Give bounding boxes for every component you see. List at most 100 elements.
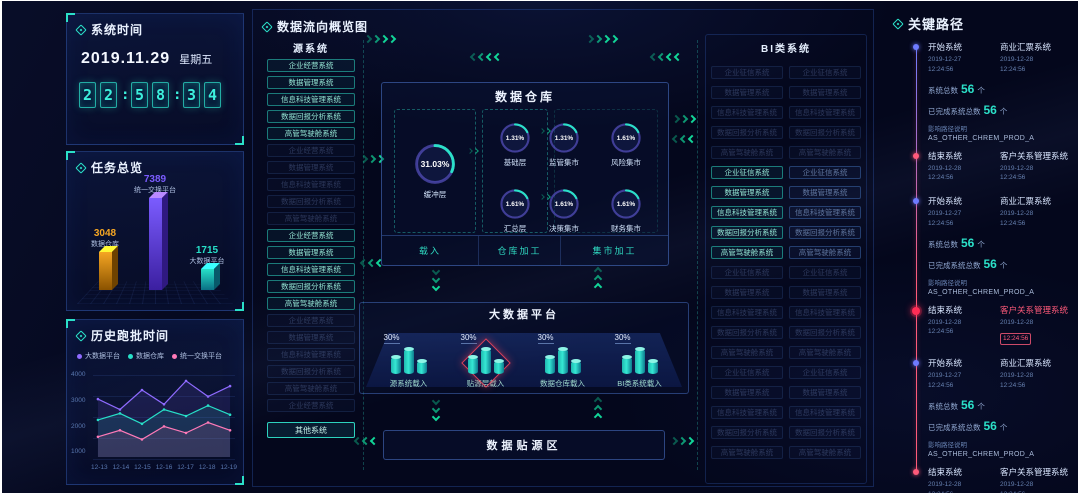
bigdata-groups: 30% 源系统载入 30% 贴源层载入 30% 数据仓库载入 30% BI类系统… [370, 319, 678, 389]
source-system-tag[interactable]: 高管驾驶舱系统 [267, 212, 355, 225]
path-start-row[interactable]: 开始系统 2019-12-27 12:24:56 商业汇票系统 2019-12-… [913, 195, 1074, 229]
source-system-tag[interactable]: 企业经营系统 [267, 59, 355, 72]
bi-system-tag[interactable]: 数据管理系统 [711, 86, 783, 99]
path-end-row[interactable]: 结束系统 2019-12-28 12:24:56 客户关系管理系统 2019-1… [913, 466, 1074, 493]
source-system-tag[interactable]: 企业经营系统 [267, 399, 355, 412]
bigdata-group[interactable]: 30% 贴源层载入 [453, 333, 519, 389]
warehouse-node[interactable]: 1.31% 基础层 [493, 121, 537, 168]
load-percent: 30% [614, 333, 631, 344]
warehouse-node[interactable]: 1.31% 监管集市 [542, 121, 586, 168]
bi-system-tag[interactable]: 数据管理系统 [711, 186, 783, 199]
bi-system-tag[interactable]: 企业征信系统 [789, 166, 861, 179]
path-end-row[interactable]: 结束系统 2019-12-28 12:24:56 客户关系管理系统 2019-1… [913, 150, 1074, 184]
bi-system-tag[interactable]: 信息科技管理系统 [711, 306, 783, 319]
bi-system-tag[interactable]: 高管驾驶舱系统 [789, 146, 861, 159]
bi-system-tag[interactable]: 企业征信系统 [789, 366, 861, 379]
bi-system-tag[interactable]: 数据回报分析系统 [711, 126, 783, 139]
bi-system-tag[interactable]: 数据回报分析系统 [789, 426, 861, 439]
bi-system-tag[interactable]: 数据管理系统 [789, 286, 861, 299]
path-start-row[interactable]: 开始系统 2019-12-27 12:24:56 商业汇票系统 2019-12-… [913, 357, 1074, 391]
clock-digit: : [121, 87, 130, 103]
bi-system-tag[interactable]: 企业征信系统 [711, 266, 783, 279]
warehouse-node[interactable]: 1.61% 财务集市 [604, 187, 648, 234]
source-system-tag[interactable]: 信息科技管理系统 [267, 263, 355, 276]
source-system-tag[interactable]: 数据管理系统 [267, 76, 355, 89]
source-system-tag[interactable]: 高管驾驶舱系统 [267, 127, 355, 140]
source-system-tag[interactable]: 数据回报分析系统 [267, 365, 355, 378]
bi-system-tag[interactable]: 数据回报分析系统 [711, 426, 783, 439]
path-start-row[interactable]: 开始系统 2019-12-27 12:24:56 商业汇票系统 2019-12-… [913, 41, 1074, 75]
start-target-cell: 商业汇票系统 2019-12-28 12:24:56 [1000, 41, 1062, 75]
bi-system-tag[interactable]: 数据回报分析系统 [789, 326, 861, 339]
bi-system-tag[interactable]: 信息科技管理系统 [789, 206, 861, 219]
bi-system-tag[interactable]: 数据管理系统 [711, 386, 783, 399]
bigdata-group[interactable]: 30% BI类系统载入 [607, 333, 673, 389]
source-system-tag[interactable]: 数据管理系统 [267, 161, 355, 174]
bi-system-tag[interactable]: 企业征信系统 [789, 66, 861, 79]
task-bar-chart: 3048 数据仓库 7389 统一交换平台 1715 大数据平台 [75, 174, 235, 304]
source-system-tag[interactable]: 企业经营系统 [267, 314, 355, 327]
bigdata-group[interactable]: 30% 数据仓库载入 [530, 333, 596, 389]
stage-tab-load[interactable]: 载入 [418, 246, 441, 256]
bi-system-tag[interactable]: 数据管理系统 [789, 386, 861, 399]
source-system-tag[interactable]: 信息科技管理系统 [267, 348, 355, 361]
legend-item[interactable]: 数据仓库 [128, 351, 164, 361]
bigdata-group[interactable]: 30% 源系统载入 [376, 333, 442, 389]
bi-system-tag[interactable]: 高管驾驶舱系统 [711, 246, 783, 259]
bi-system-tag[interactable]: 高管驾驶舱系统 [789, 346, 861, 359]
bi-system-tag[interactable]: 数据回报分析系统 [789, 226, 861, 239]
stage-tab-mart[interactable]: 集市加工 [560, 236, 668, 265]
stat-value: 56 [983, 418, 997, 433]
bi-system-tag[interactable]: 数据回报分析系统 [789, 126, 861, 139]
path-end-row[interactable]: 结束系统 2019-12-28 12:24:56 客户关系管理系统 2019-1… [912, 304, 1074, 346]
stage-tab-process[interactable]: 仓库加工 [478, 236, 560, 265]
bi-system-tag[interactable]: 高管驾驶舱系统 [711, 446, 783, 459]
bi-system-tag[interactable]: 数据回报分析系统 [711, 226, 783, 239]
system-date: 2019-12-28 [1000, 210, 1034, 217]
bi-system-tag[interactable]: 企业征信系统 [711, 166, 783, 179]
bi-system-tag[interactable]: 数据管理系统 [789, 86, 861, 99]
legend-item[interactable]: 大数据平台 [77, 351, 120, 361]
warehouse-node[interactable]: 1.61% 汇总层 [493, 187, 537, 234]
bi-system-tag[interactable]: 高管驾驶舱系统 [711, 146, 783, 159]
source-system-tag[interactable]: 信息科技管理系统 [267, 93, 355, 106]
bi-system-tag[interactable]: 高管驾驶舱系统 [711, 346, 783, 359]
warehouse-node[interactable]: 1.61% 决策集市 [542, 187, 586, 234]
system-name: 开始系统 [928, 196, 963, 206]
node-label: 缓冲层 [423, 190, 447, 199]
source-system-tag[interactable]: 企业经营系统 [267, 229, 355, 242]
system-time: 12:24:56 [928, 174, 954, 182]
bi-system-tag[interactable]: 信息科技管理系统 [711, 406, 783, 419]
bi-system-tag[interactable]: 信息科技管理系统 [789, 406, 861, 419]
source-system-tag[interactable]: 数据回报分析系统 [267, 195, 355, 208]
other-systems-tag[interactable]: 其他系统 [267, 422, 355, 438]
warehouse-node[interactable]: 31.03% 缓冲层 [400, 141, 470, 200]
legend-item[interactable]: 统一交换平台 [172, 351, 222, 361]
source-system-tag[interactable]: 数据回报分析系统 [267, 110, 355, 123]
bi-system-tag[interactable]: 企业征信系统 [711, 366, 783, 379]
bi-system-tag[interactable]: 数据回报分析系统 [711, 326, 783, 339]
bi-system-tag[interactable]: 信息科技管理系统 [711, 206, 783, 219]
source-system-tag[interactable]: 高管驾驶舱系统 [267, 297, 355, 310]
bi-system-tag[interactable]: 信息科技管理系统 [711, 106, 783, 119]
bi-systems-region: BI类系统 企业征信系统数据管理系统信息科技管理系统数据回报分析系统高管驾驶舱系… [705, 34, 867, 484]
source-system-tag[interactable]: 数据回报分析系统 [267, 280, 355, 293]
warehouse-node[interactable]: 1.61% 风险集市 [604, 121, 648, 168]
bi-system-tag[interactable]: 企业征信系统 [789, 266, 861, 279]
source-system-tag[interactable]: 数据管理系统 [267, 246, 355, 259]
bi-system-tag[interactable]: 高管驾驶舱系统 [789, 246, 861, 259]
source-system-tag[interactable]: 数据管理系统 [267, 331, 355, 344]
bi-system-tag[interactable]: 数据管理系统 [711, 286, 783, 299]
flow-arrow-up-icon [593, 396, 603, 422]
source-system-tag[interactable]: 信息科技管理系统 [267, 178, 355, 191]
bi-system-tag[interactable]: 高管驾驶舱系统 [789, 446, 861, 459]
source-system-tag[interactable]: 企业经营系统 [267, 144, 355, 157]
bi-system-tag[interactable]: 信息科技管理系统 [789, 306, 861, 319]
bi-system-tag[interactable]: 数据管理系统 [789, 186, 861, 199]
panel-title: 关键路径 [908, 17, 965, 32]
source-system-tag[interactable]: 高管驾驶舱系统 [267, 382, 355, 395]
bi-system-tag[interactable]: 信息科技管理系统 [789, 106, 861, 119]
bi-system-tag[interactable]: 企业征信系统 [711, 66, 783, 79]
